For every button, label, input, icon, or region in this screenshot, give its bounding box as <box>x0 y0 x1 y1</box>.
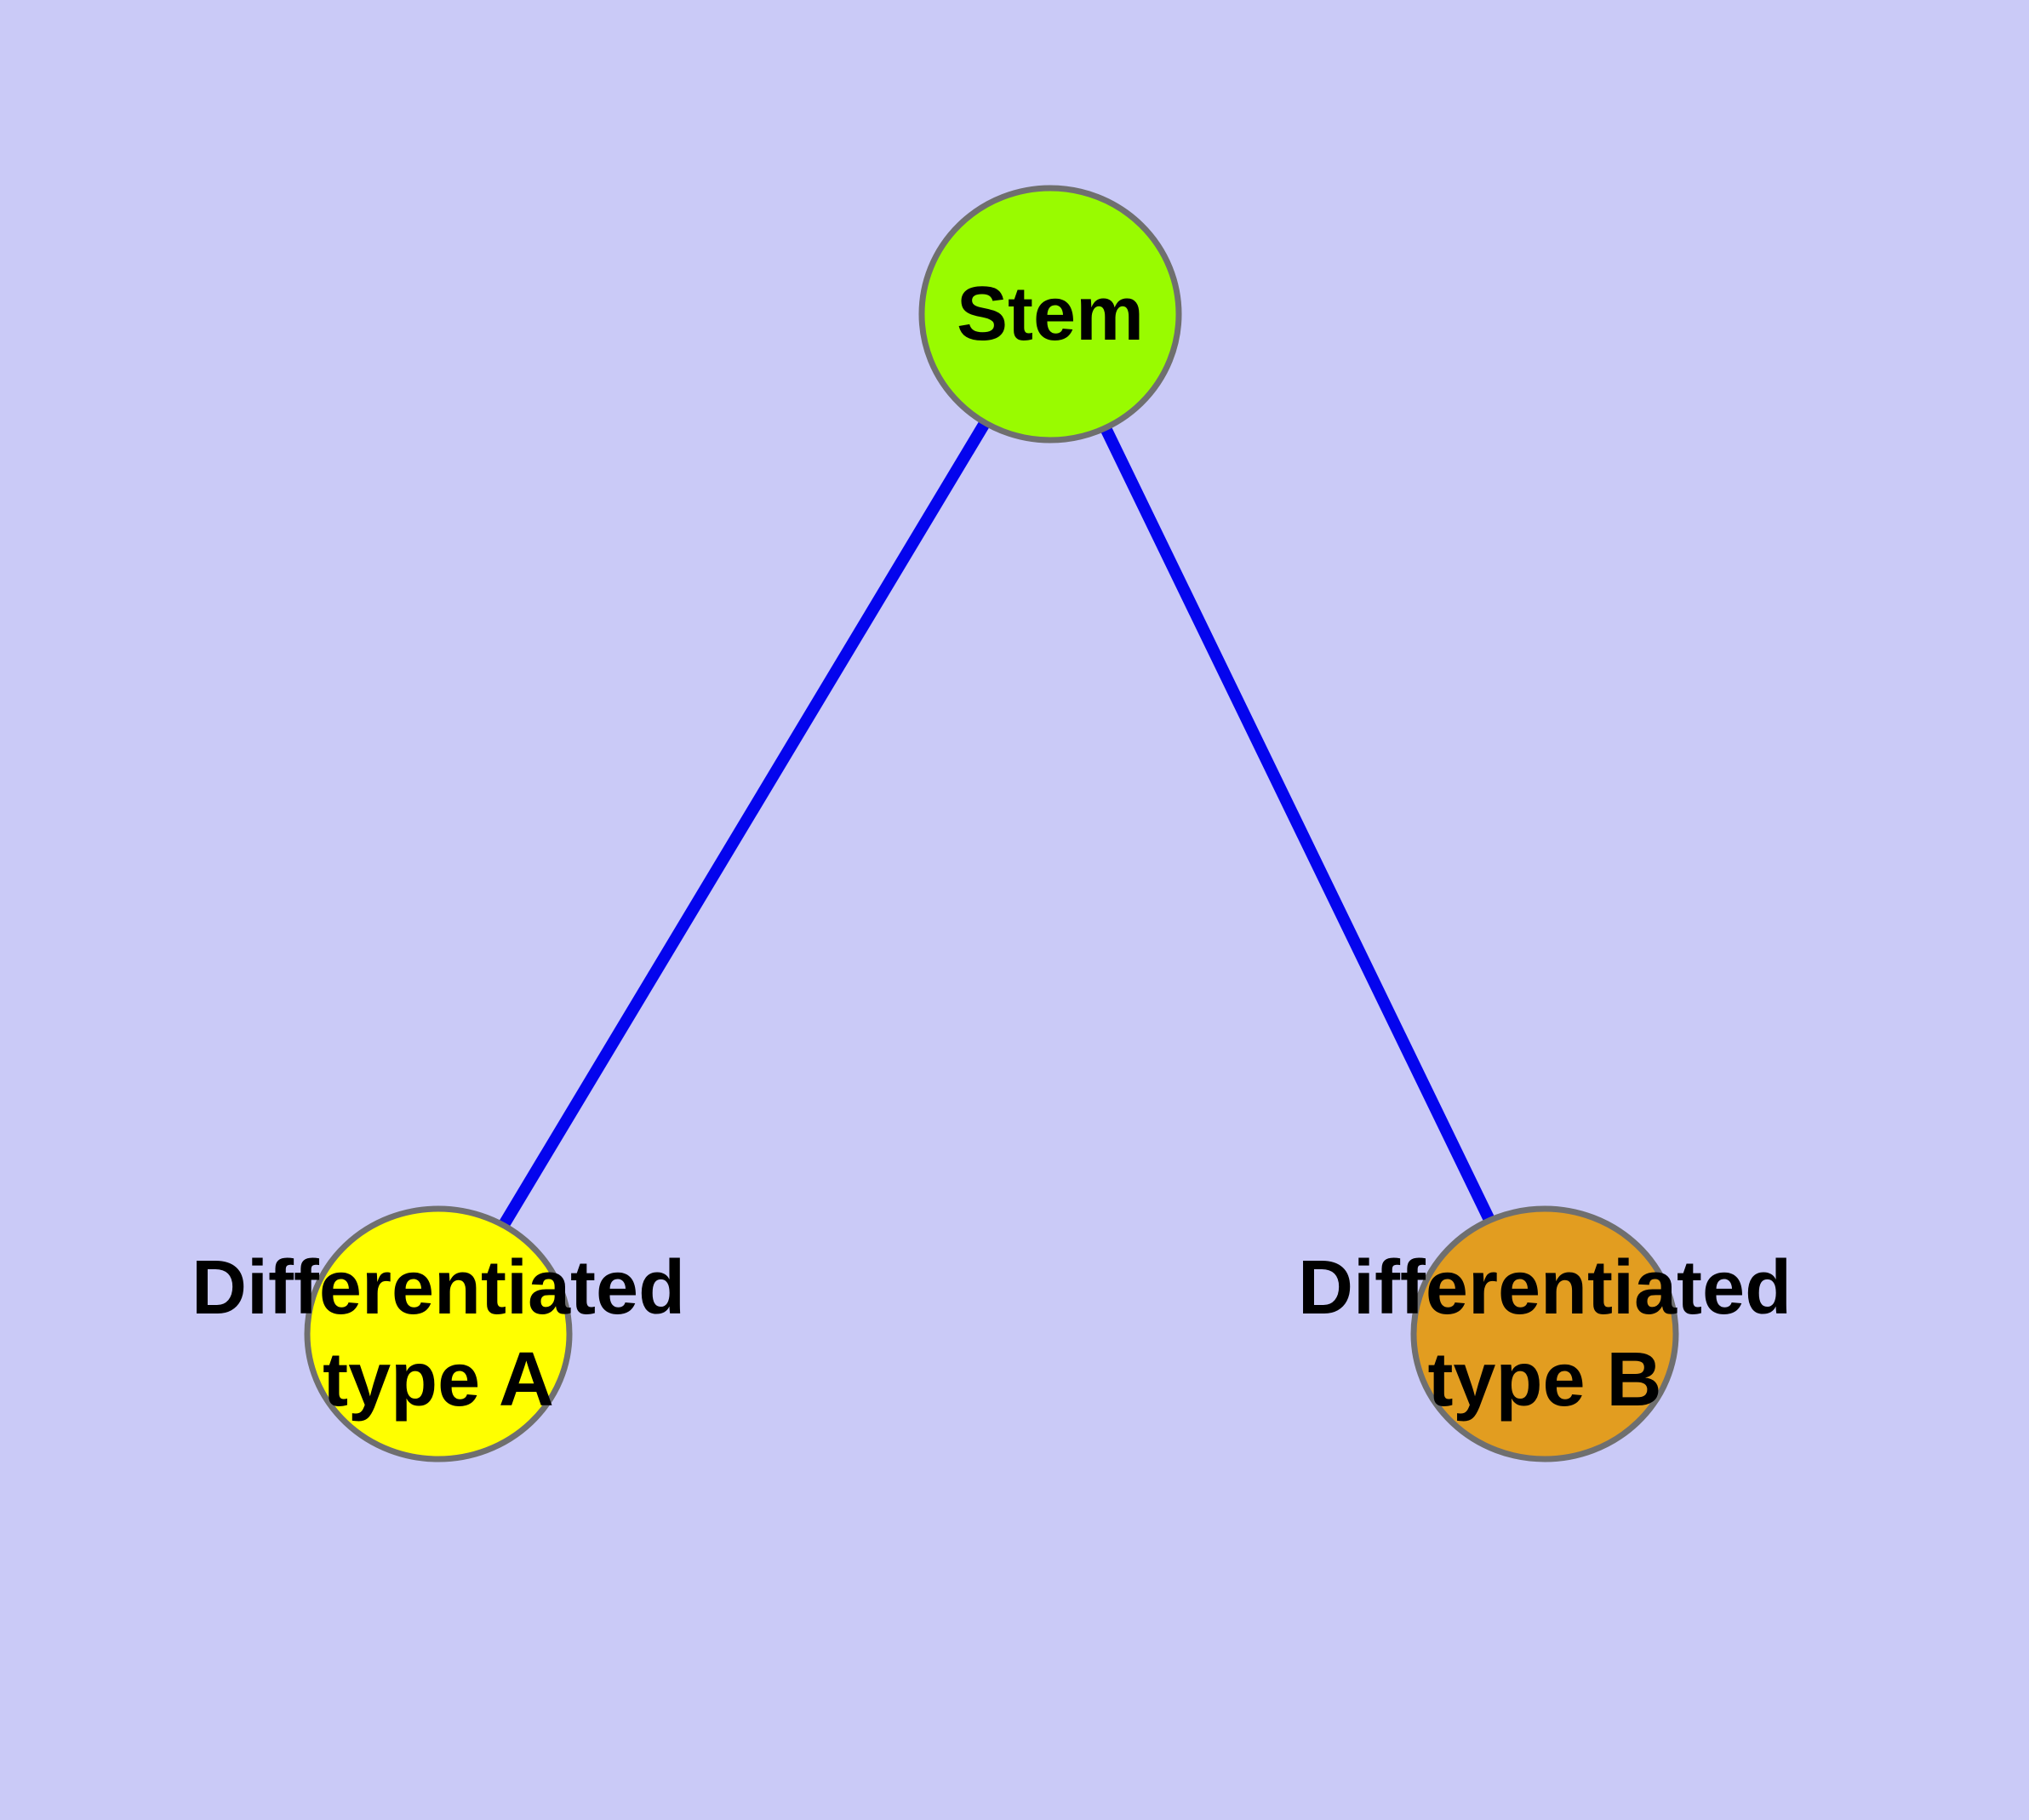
edge-stem-to-type-b[interactable] <box>1044 311 1551 1337</box>
node-differentiated-type-b-label-line2: type B <box>1427 1337 1662 1422</box>
node-differentiated-type-a-label: Differentiated type A <box>191 1242 685 1426</box>
node-differentiated-type-b-circle[interactable] <box>1410 1205 1679 1462</box>
edge-stem-to-type-a[interactable] <box>432 311 1056 1337</box>
node-stem-label: Stem <box>957 268 1144 360</box>
node-differentiated-type-b-label: Differentiated type B <box>1298 1242 1792 1426</box>
node-differentiated-type-b-label-line1: Differentiated <box>1297 1245 1792 1331</box>
node-stem-circle[interactable] <box>918 185 1182 444</box>
node-stem-label-text: Stem <box>956 272 1145 357</box>
node-differentiated-type-a-label-line2: type A <box>323 1337 554 1422</box>
node-differentiated-type-a-circle[interactable] <box>304 1205 573 1462</box>
node-differentiated-type-a-label-line1: Differentiated <box>191 1245 686 1331</box>
